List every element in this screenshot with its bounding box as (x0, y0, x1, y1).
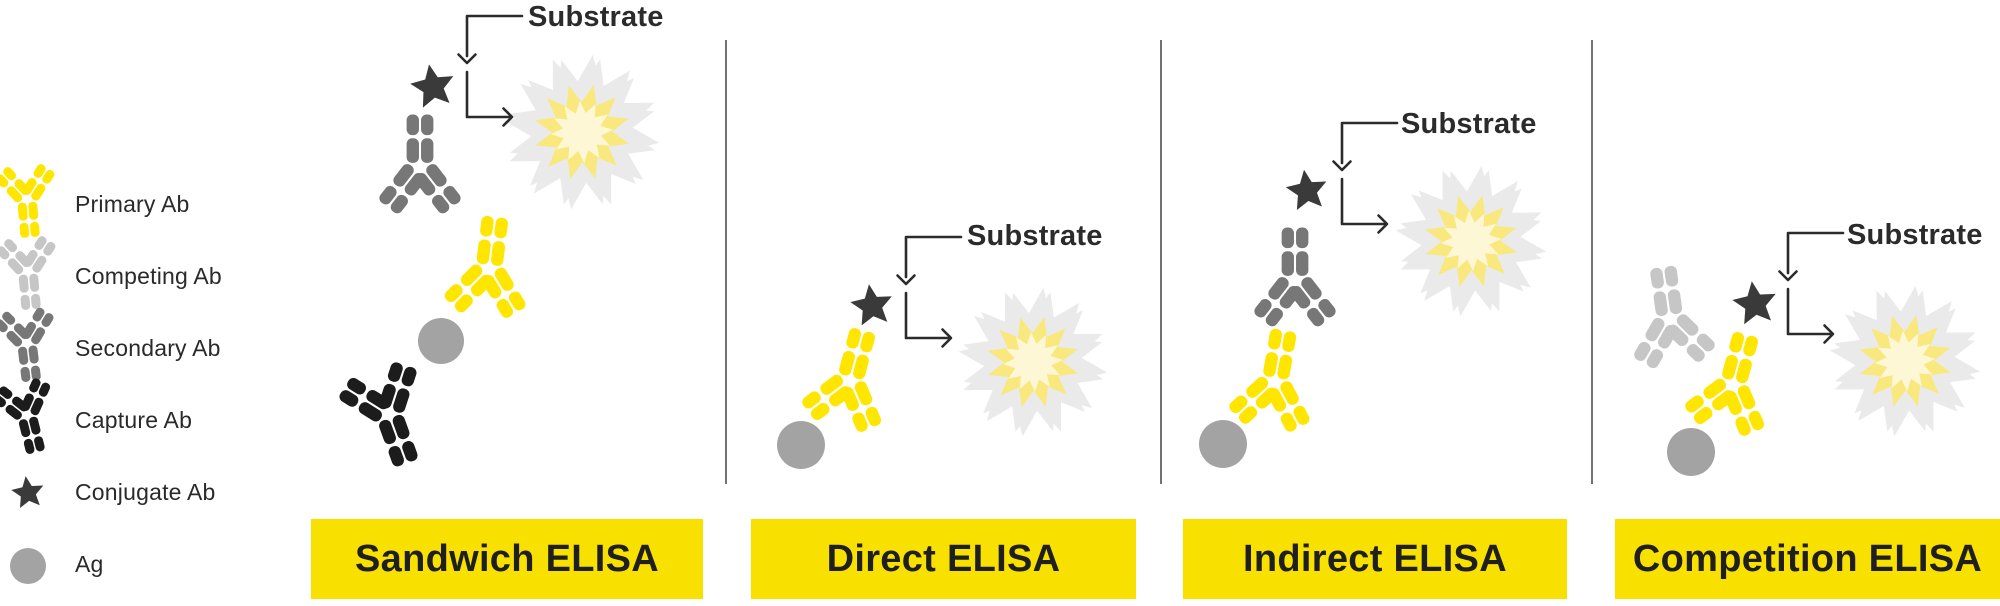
competition-signal-burst (1815, 271, 1995, 451)
sandwich-substrate-label: Substrate (528, 1, 664, 33)
direct-primary-antibody (795, 319, 905, 440)
sandwich-elisa-title-box: Sandwich ELISA (311, 519, 703, 599)
competition-competing-antibody (1620, 261, 1720, 374)
sandwich-antigen (418, 318, 464, 364)
sandwich-signal-burst (489, 39, 674, 224)
competition-elisa-title-box: Competition ELISA (1615, 519, 2000, 599)
indirect-primary-antibody (1224, 322, 1327, 438)
indirect-antigen (1199, 420, 1247, 468)
direct-substrate-arrow (896, 235, 963, 348)
direct-signal-burst (944, 273, 1122, 451)
sandwich-primary-antibody (440, 211, 538, 323)
legend-label-primary-ab: Primary Ab (75, 191, 190, 217)
legend-label-antigen: Ag (75, 551, 104, 577)
competition-substrate-label: Substrate (1847, 219, 1983, 251)
sandwich-capture-antibody (331, 353, 447, 479)
sandwich-conjugate-star-icon (407, 60, 458, 110)
competition-substrate-arrow (1778, 231, 1845, 344)
legend-antigen-icon (10, 548, 46, 584)
legend-conjugate-ab-star-icon (9, 473, 46, 509)
legend-capture-ab-icon (0, 373, 67, 460)
sandwich-secondary-antibody (377, 114, 463, 216)
direct-conjugate-star-icon (848, 281, 896, 327)
legend-label-secondary-ab: Secondary Ab (75, 335, 221, 361)
indirect-substrate-label: Substrate (1401, 108, 1537, 140)
competition-conjugate-star-icon (1730, 278, 1780, 326)
indirect-signal-burst (1381, 151, 1561, 331)
legend-competing-ab-icon (0, 233, 63, 313)
direct-elisa-title-box: Direct ELISA (751, 519, 1136, 599)
legend-secondary-ab-icon (0, 304, 63, 386)
legend-label-competing-ab: Competing Ab (75, 263, 222, 289)
legend-label-conjugate-ab: Conjugate Ab (75, 479, 216, 505)
competition-antigen (1667, 428, 1715, 476)
indirect-elisa-title-box: Indirect ELISA (1183, 519, 1567, 599)
sandwich-substrate-arrow (457, 14, 524, 127)
direct-antigen (777, 421, 825, 469)
competition-primary-antibody (1678, 323, 1788, 444)
indirect-secondary-antibody (1252, 227, 1338, 329)
indirect-substrate-arrow (1332, 121, 1399, 234)
direct-substrate-label: Substrate (967, 220, 1103, 252)
legend-label-capture-ab: Capture Ab (75, 407, 193, 433)
indirect-conjugate-star-icon (1283, 166, 1330, 212)
legend-primary-ab-icon (0, 161, 62, 241)
